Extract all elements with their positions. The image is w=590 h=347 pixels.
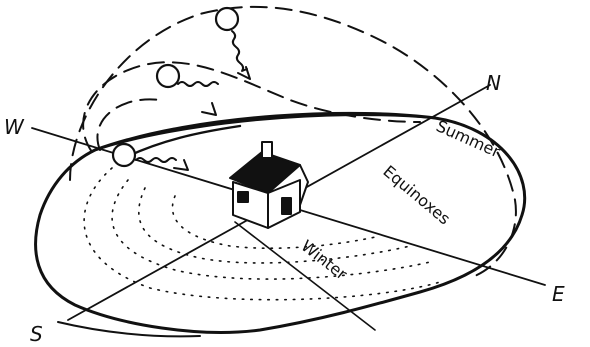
house-door <box>282 198 291 214</box>
sun-icon-winter <box>113 144 135 166</box>
winter-arc <box>97 99 160 150</box>
label-west: W <box>4 115 25 139</box>
label-equinoxes: Equinoxes <box>379 162 454 229</box>
sun-icon-summer <box>216 8 238 30</box>
label-east: E <box>552 282 565 306</box>
sky-sun-paths <box>70 7 516 278</box>
ray-equinox-arrow <box>202 103 216 115</box>
label-north: N <box>486 71 501 95</box>
sun-icon <box>113 8 238 166</box>
ray-equinox <box>178 82 218 86</box>
ray-summer <box>232 31 247 71</box>
sun-rays <box>136 31 250 170</box>
house-window <box>238 192 248 202</box>
house-chimney <box>262 142 272 158</box>
house-icon <box>230 142 308 228</box>
sun-icon-equinox <box>157 65 179 87</box>
summer-arc <box>70 7 516 278</box>
ray-winter-arrow <box>174 160 188 170</box>
winter-line <box>235 222 375 330</box>
equinox-front-arc <box>120 126 240 160</box>
label-summer: Summer <box>433 116 503 161</box>
label-south: S <box>30 322 43 346</box>
